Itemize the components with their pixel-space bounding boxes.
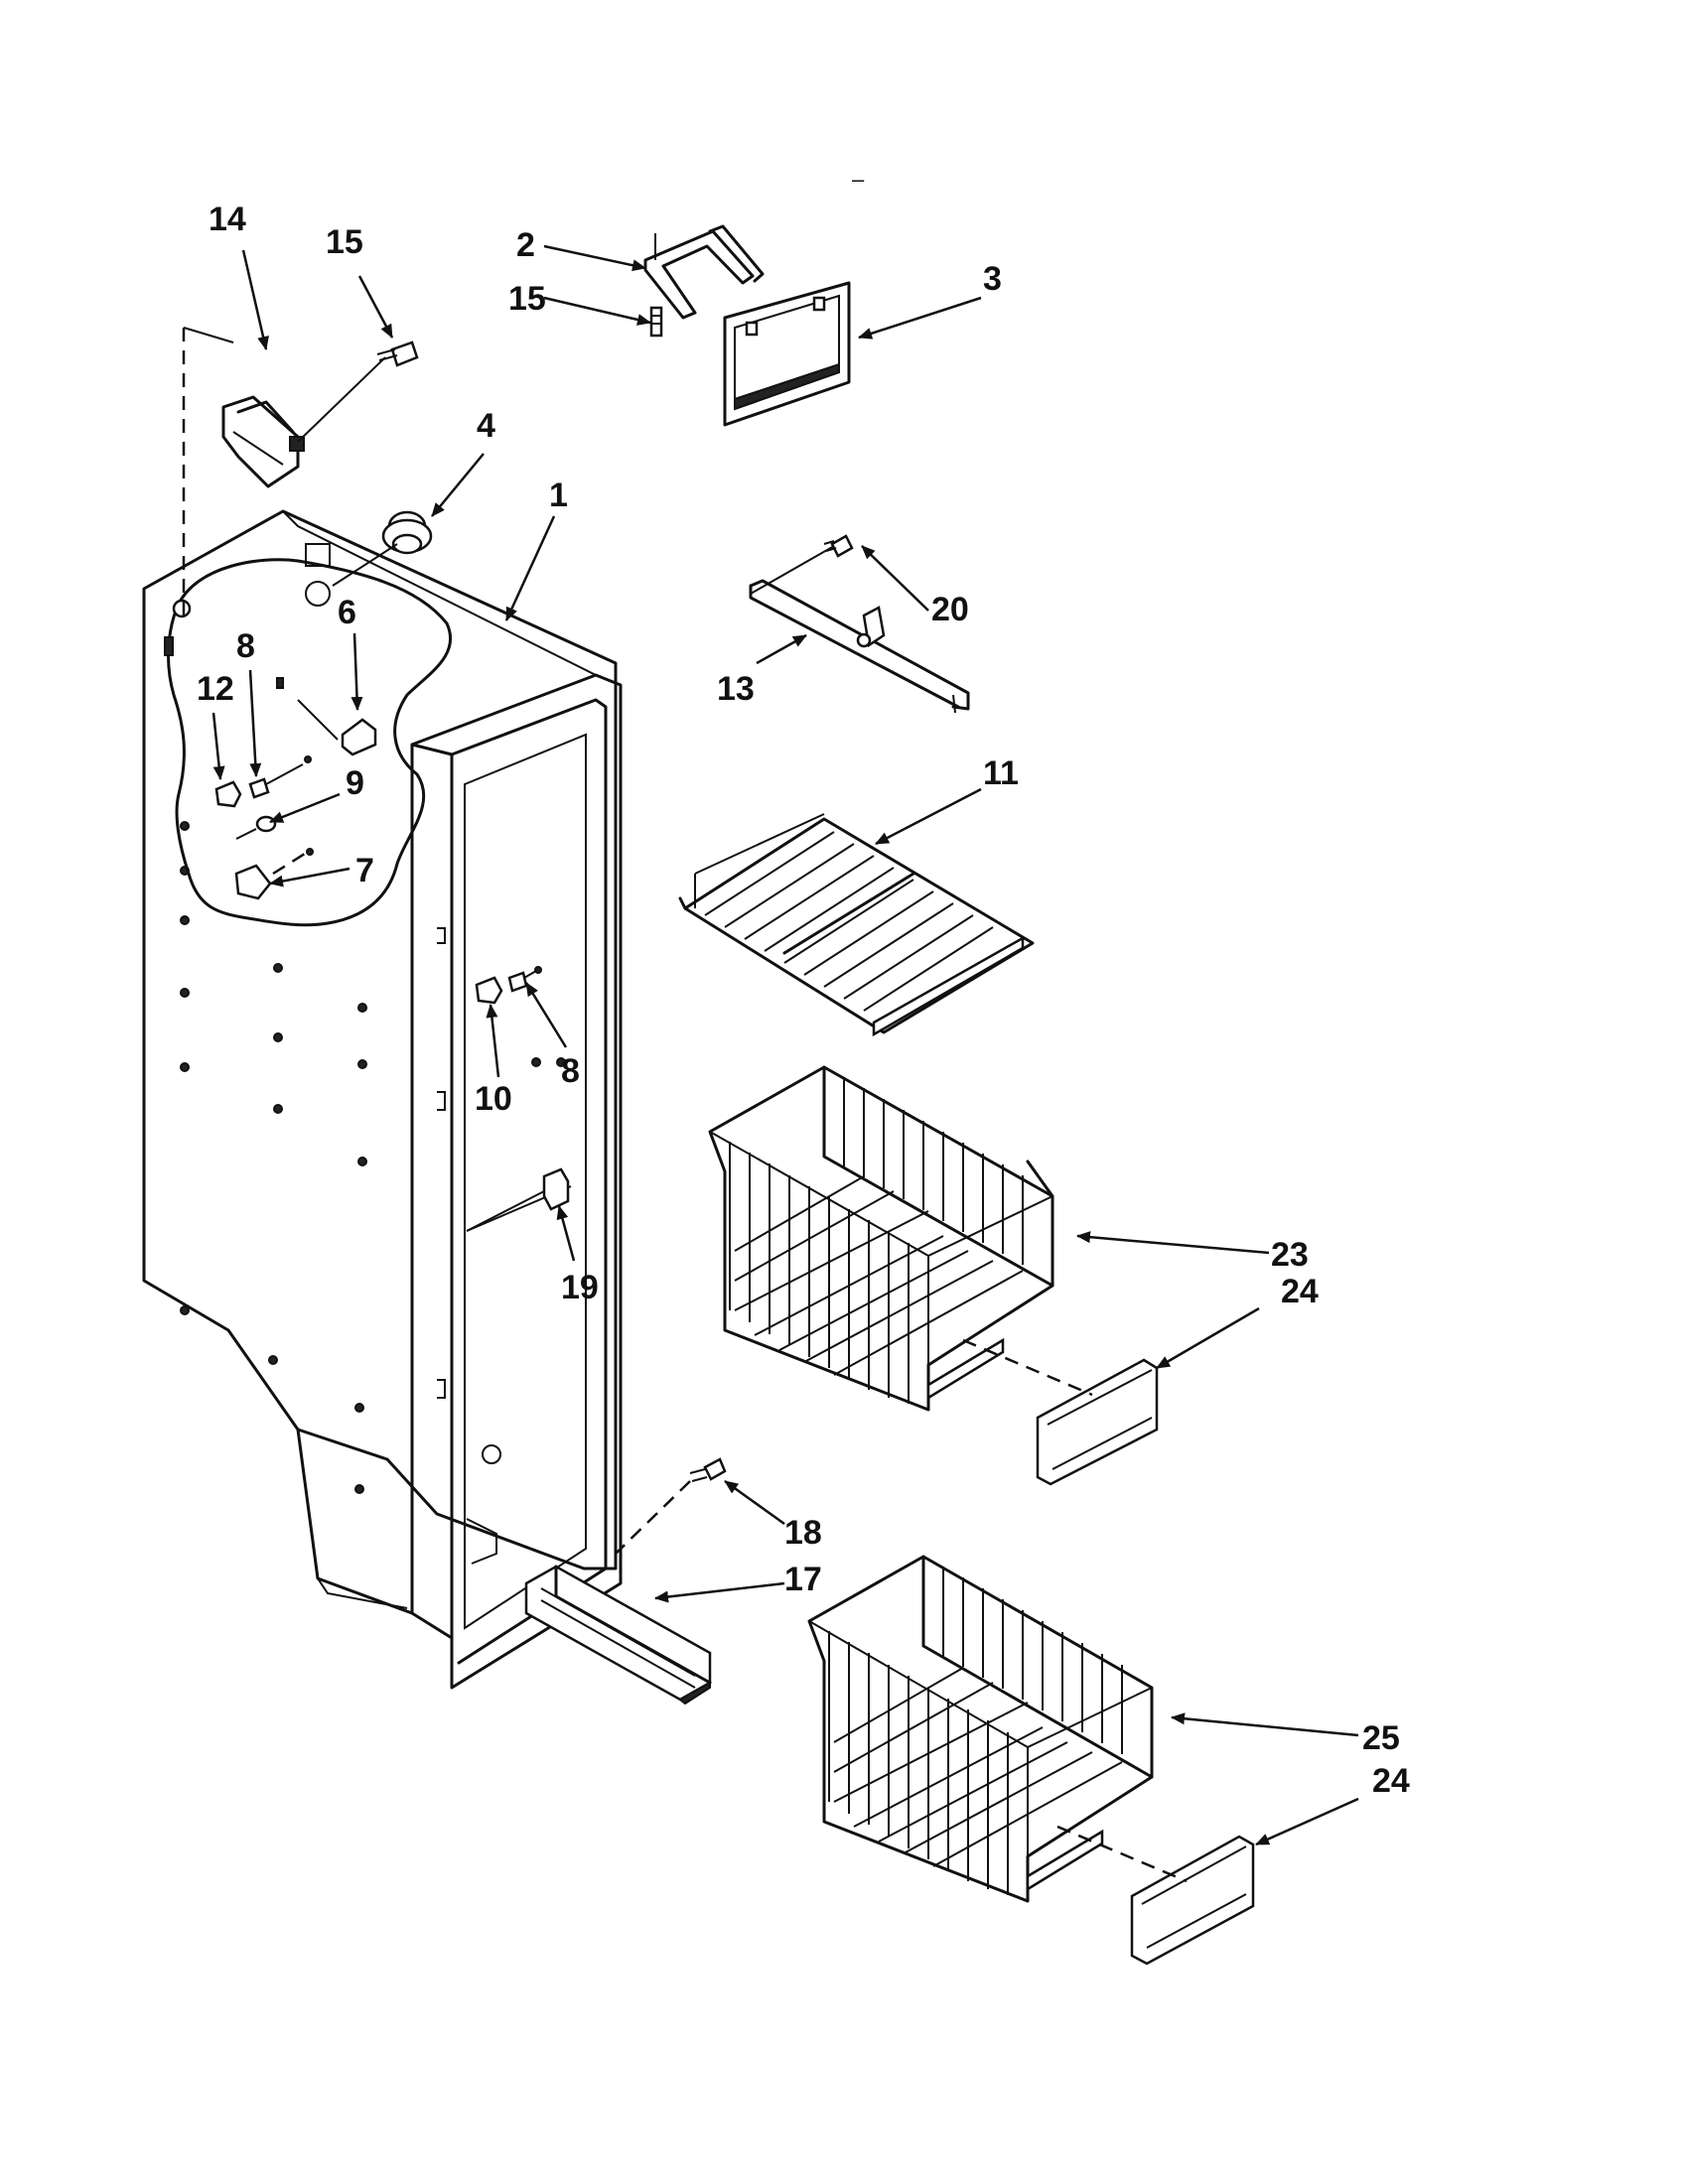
callout-7: 7 xyxy=(355,852,374,889)
part-19-switch xyxy=(466,1167,570,1232)
part-2-hinge xyxy=(643,224,765,320)
callout-2: 2 xyxy=(516,226,535,264)
callout-20: 20 xyxy=(931,591,969,628)
callout-labels: 14 15 2 15 3 4 1 6 8 12 9 7 20 13 11 8 1… xyxy=(197,201,1410,1800)
freezer-liner xyxy=(142,509,623,1690)
part-18-screw xyxy=(615,1457,727,1555)
part-17-grille xyxy=(524,1565,712,1706)
part-13-rail xyxy=(749,579,970,714)
part-14-bracket xyxy=(182,327,305,615)
callout-10: 10 xyxy=(475,1080,512,1118)
callout-15-left: 15 xyxy=(326,223,363,261)
part-10-clip xyxy=(475,976,503,1005)
callout-11: 11 xyxy=(983,754,1019,792)
callout-24-lower: 24 xyxy=(1372,1762,1410,1800)
callout-13: 13 xyxy=(717,670,755,708)
callout-25: 25 xyxy=(1362,1719,1400,1757)
callout-15-top: 15 xyxy=(508,280,546,318)
callout-4: 4 xyxy=(477,407,495,445)
part-9-screw xyxy=(235,815,277,840)
top-dash-mark: – xyxy=(852,167,865,192)
part-24-trim-upper xyxy=(962,1338,1159,1486)
callout-12: 12 xyxy=(197,670,234,708)
part-11-wire-shelf xyxy=(678,813,1035,1037)
callout-24-upper: 24 xyxy=(1281,1273,1319,1310)
part-12-clip xyxy=(214,780,242,808)
part-4-plug xyxy=(332,510,433,587)
part-8-clip-upper xyxy=(248,755,312,799)
callout-8-lower: 8 xyxy=(561,1052,580,1090)
callout-3: 3 xyxy=(983,260,1002,298)
part-3-cover xyxy=(723,281,851,427)
part-8-clip-lower xyxy=(507,966,542,993)
callout-18: 18 xyxy=(784,1514,822,1552)
part-15-screw-top xyxy=(649,306,663,338)
part-25-basket xyxy=(807,1555,1154,1903)
part-6-clip xyxy=(297,699,377,756)
part-20-screw xyxy=(750,534,854,595)
part-15-screw-left xyxy=(297,341,419,443)
part-7-bracket xyxy=(234,848,314,900)
part-23-basket xyxy=(708,1065,1054,1412)
callout-19: 19 xyxy=(561,1269,599,1306)
callout-6: 6 xyxy=(338,594,356,631)
callout-23: 23 xyxy=(1271,1236,1309,1274)
callout-14: 14 xyxy=(209,201,246,238)
callout-17: 17 xyxy=(784,1561,822,1598)
leader-arrows xyxy=(211,244,1359,1846)
part-24-trim-lower xyxy=(1056,1825,1255,1966)
callout-8-upper: 8 xyxy=(236,627,255,665)
callout-1: 1 xyxy=(549,477,568,514)
callout-9: 9 xyxy=(346,764,364,802)
